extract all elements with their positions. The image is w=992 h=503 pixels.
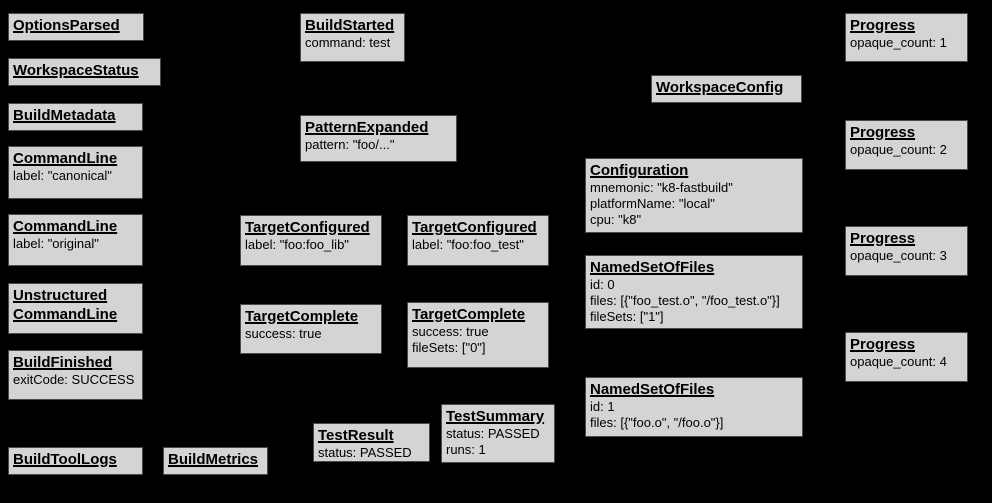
node-title: BuildToolLogs — [13, 451, 117, 468]
node-build-metrics: BuildMetrics — [163, 447, 268, 475]
node-title: CommandLine — [13, 150, 118, 167]
node-title: Progress — [850, 17, 916, 34]
node-title: TestSummary — [446, 408, 545, 425]
node-title: CommandLine — [13, 306, 118, 323]
node-attribute: mnemonic: "k8-fastbuild" — [590, 180, 733, 195]
node-attribute: success: true — [412, 324, 489, 339]
node-title: Progress — [850, 230, 916, 247]
node-title: Progress — [850, 336, 916, 353]
node-title: Unstructured — [13, 287, 108, 304]
node-attribute: label: "original" — [13, 236, 99, 251]
node-title: CommandLine — [13, 218, 118, 235]
node-title: BuildFinished — [13, 354, 113, 371]
node-attribute: opaque_count: 1 — [850, 35, 947, 50]
node-title: TargetComplete — [245, 308, 359, 325]
node-attribute: status: PASSED — [318, 445, 412, 460]
node-attribute: fileSets: ["0"] — [412, 340, 486, 355]
node-attribute: status: PASSED — [446, 426, 540, 441]
node-attribute: label: "foo:foo_test" — [412, 237, 524, 252]
node-attribute: opaque_count: 4 — [850, 354, 947, 369]
node-title: BuildMetadata — [13, 107, 116, 124]
node-attribute: label: "canonical" — [13, 168, 112, 183]
node-attribute: success: true — [245, 326, 322, 341]
node-attribute: exitCode: SUCCESS — [13, 372, 135, 387]
node-workspace-config: WorkspaceConfig — [651, 75, 802, 103]
node-attribute: files: [{"foo.o", "/foo.o"}] — [590, 415, 724, 430]
node-options-parsed: OptionsParsed — [8, 13, 144, 41]
node-title: BuildMetrics — [168, 451, 259, 468]
node-title: TargetComplete — [412, 306, 526, 323]
node-title: Configuration — [590, 162, 689, 179]
node-attribute: fileSets: ["1"] — [590, 309, 664, 324]
node-attribute: pattern: "foo/..." — [305, 137, 395, 152]
node-attribute: opaque_count: 3 — [850, 248, 947, 263]
node-attribute: files: [{"foo_test.o", "/foo_test.o"}] — [590, 293, 780, 308]
node-title: OptionsParsed — [13, 17, 120, 34]
node-build-metadata: BuildMetadata — [8, 103, 143, 131]
node-title: TargetConfigured — [245, 219, 370, 236]
node-attribute: opaque_count: 2 — [850, 142, 947, 157]
node-title: NamedSetOfFiles — [590, 259, 715, 276]
node-title: Progress — [850, 124, 916, 141]
node-title: WorkspaceStatus — [13, 62, 139, 79]
node-attribute: label: "foo:foo_lib" — [245, 237, 349, 252]
node-title: BuildStarted — [305, 17, 395, 34]
node-attribute: platformName: "local" — [590, 196, 715, 211]
node-title: PatternExpanded — [305, 119, 429, 136]
node-attribute: id: 0 — [590, 277, 615, 292]
node-attribute: command: test — [305, 35, 391, 50]
node-title: NamedSetOfFiles — [590, 381, 715, 398]
node-title: TargetConfigured — [412, 219, 537, 236]
node-title: WorkspaceConfig — [656, 79, 784, 96]
node-title: TestResult — [318, 427, 394, 444]
node-build-tool-logs: BuildToolLogs — [8, 447, 143, 475]
node-workspace-status: WorkspaceStatus — [8, 58, 161, 86]
node-attribute: cpu: "k8" — [590, 212, 642, 227]
node-attribute: runs: 1 — [446, 442, 486, 457]
node-attribute: id: 1 — [590, 399, 615, 414]
